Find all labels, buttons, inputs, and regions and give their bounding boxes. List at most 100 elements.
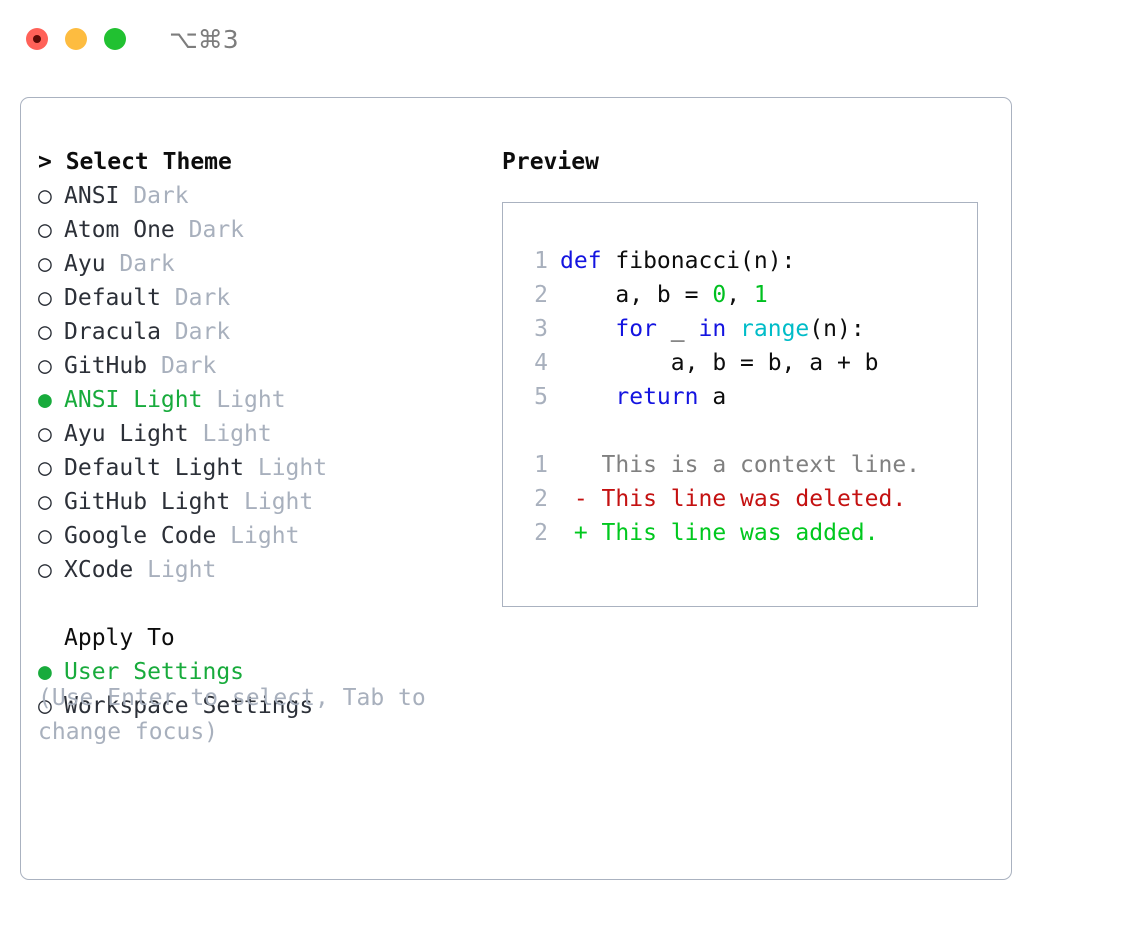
theme-option-category: Light bbox=[216, 523, 300, 549]
diff-text: This is a context line. bbox=[601, 452, 921, 478]
theme-option-ansi-light[interactable]: ● ANSI Light Light bbox=[38, 383, 478, 417]
code-token: 0 bbox=[712, 282, 727, 308]
code-token: for bbox=[615, 316, 657, 342]
apply-to-header: Apply To bbox=[64, 625, 175, 651]
theme-option-name: Ayu Light bbox=[64, 421, 189, 447]
radio-unselected-icon: ○ bbox=[38, 693, 52, 719]
close-button[interactable] bbox=[26, 28, 48, 50]
keyboard-hint-text: (Use Enter to select, Tab to change focu… bbox=[38, 685, 440, 745]
theme-option-category: Dark bbox=[105, 251, 175, 277]
theme-option-category: Dark bbox=[119, 183, 189, 209]
select-theme-header: > Select Theme bbox=[38, 149, 232, 175]
radio-unselected-icon: ○ bbox=[38, 489, 52, 515]
list-spacer bbox=[38, 587, 478, 621]
radio-unselected-icon: ○ bbox=[38, 421, 52, 447]
theme-option-name: GitHub Light bbox=[64, 489, 231, 515]
apply-to-option-workspace-settings[interactable]: ○ Workspace Settings bbox=[38, 689, 478, 723]
theme-option-category: Dark bbox=[147, 353, 217, 379]
maximize-button[interactable] bbox=[104, 28, 126, 50]
diff-line: 2 - This line was deleted. bbox=[524, 482, 977, 516]
code-line-number: 3 bbox=[534, 316, 548, 342]
diff-line: 1 This is a context line. bbox=[524, 448, 977, 482]
theme-settings-panel: > Select Theme ○ANSI Dark○Atom One Dark○… bbox=[20, 97, 1012, 880]
code-line: 2 a, b = 0, 1 bbox=[524, 278, 977, 312]
code-line-number: 5 bbox=[534, 384, 548, 410]
code-token: a, b = bbox=[560, 282, 713, 308]
minimize-button[interactable] bbox=[65, 28, 87, 50]
theme-option-github-light[interactable]: ○ GitHub Light Light bbox=[38, 485, 478, 519]
theme-option-category: Dark bbox=[160, 319, 231, 345]
code-token: 1 bbox=[753, 282, 768, 308]
theme-option-name: Google Code bbox=[64, 523, 217, 549]
theme-option-name: Ayu bbox=[64, 251, 106, 277]
theme-option-category: Light bbox=[202, 387, 286, 413]
theme-option-ansi[interactable]: ○ ANSI Dark bbox=[38, 179, 478, 213]
theme-picker-column: > Select Theme ○ANSI Dark○Atom One Dark○… bbox=[38, 145, 478, 723]
theme-option-ayu[interactable]: ○ Ayu Dark bbox=[38, 247, 478, 281]
apply-to-option-name: Workspace Settings bbox=[64, 693, 314, 719]
code-token: def bbox=[560, 248, 602, 274]
radio-selected-icon: ● bbox=[38, 659, 52, 685]
theme-option-default[interactable]: ○Default Dark bbox=[38, 281, 478, 315]
theme-option-xcode[interactable]: ○ XCode Light bbox=[38, 553, 478, 587]
theme-option-category: Dark bbox=[174, 217, 245, 243]
diff-text: This line was deleted. bbox=[601, 486, 907, 512]
code-line-number: 2 bbox=[534, 282, 548, 308]
theme-option-default-light[interactable]: ○Default Light Light bbox=[38, 451, 478, 485]
radio-unselected-icon: ○ bbox=[38, 183, 52, 209]
code-line-number: 1 bbox=[534, 248, 548, 274]
radio-unselected-icon: ○ bbox=[38, 319, 52, 345]
code-token: _ bbox=[656, 316, 699, 342]
theme-option-category: Light bbox=[188, 421, 272, 447]
code-token: a, b = b, a + b bbox=[560, 350, 879, 376]
code-token bbox=[560, 316, 615, 342]
diff-marker: - bbox=[560, 486, 602, 512]
apply-to-list[interactable]: ●User Settings ○ Workspace Settings bbox=[38, 655, 478, 723]
radio-unselected-icon: ○ bbox=[38, 251, 52, 277]
code-token: range bbox=[740, 316, 810, 342]
theme-option-name: ANSI bbox=[64, 183, 120, 209]
theme-option-name: ANSI Light bbox=[64, 387, 203, 413]
theme-option-name: GitHub bbox=[64, 353, 148, 379]
diff-marker bbox=[560, 452, 602, 478]
diff-line-number: 1 bbox=[534, 452, 548, 478]
code-token: fibonacci(n): bbox=[601, 248, 796, 274]
theme-list[interactable]: ○ANSI Dark○Atom One Dark○Ayu Dark○Defaul… bbox=[38, 179, 478, 587]
theme-option-category: Light bbox=[230, 489, 314, 515]
radio-unselected-icon: ○ bbox=[38, 353, 52, 379]
theme-option-category: Light bbox=[133, 557, 217, 583]
keyboard-shortcut-label: ⌥⌘3 bbox=[169, 24, 239, 54]
code-line: 5 return a bbox=[524, 380, 977, 414]
radio-selected-icon: ● bbox=[38, 387, 52, 413]
code-token: , bbox=[726, 282, 754, 308]
diff-marker: + bbox=[560, 520, 602, 546]
diff-sample: 1 This is a context line.2 - This line w… bbox=[524, 448, 977, 550]
radio-unselected-icon: ○ bbox=[38, 285, 52, 311]
code-line: 1 def fibonacci(n): bbox=[524, 244, 977, 278]
theme-option-category: Light bbox=[244, 455, 328, 481]
code-line: 4 a, b = b, a + b bbox=[524, 346, 977, 380]
apply-to-option-user-settings[interactable]: ●User Settings bbox=[38, 655, 478, 689]
preview-header: Preview bbox=[502, 149, 599, 175]
theme-option-dracula[interactable]: ○Dracula Dark bbox=[38, 315, 478, 349]
code-token: a bbox=[698, 384, 727, 410]
theme-option-atom-one[interactable]: ○Atom One Dark bbox=[38, 213, 478, 247]
theme-option-category: Dark bbox=[160, 285, 231, 311]
title-bar: ⌥⌘3 bbox=[0, 0, 1140, 78]
radio-unselected-icon: ○ bbox=[38, 557, 52, 583]
code-token: return bbox=[615, 384, 699, 410]
theme-option-ayu-light[interactable]: ○ Ayu Light Light bbox=[38, 417, 478, 451]
radio-unselected-icon: ○ bbox=[38, 523, 52, 549]
theme-option-name: XCode bbox=[64, 557, 134, 583]
code-line: 3 for _ in range(n): bbox=[524, 312, 977, 346]
theme-option-google-code[interactable]: ○ Google Code Light bbox=[38, 519, 478, 553]
code-token bbox=[726, 316, 740, 342]
code-token bbox=[560, 384, 615, 410]
code-token: in bbox=[698, 316, 727, 342]
theme-option-github[interactable]: ○ GitHub Dark bbox=[38, 349, 478, 383]
code-line-number: 4 bbox=[534, 350, 548, 376]
code-diff-separator bbox=[524, 414, 977, 448]
